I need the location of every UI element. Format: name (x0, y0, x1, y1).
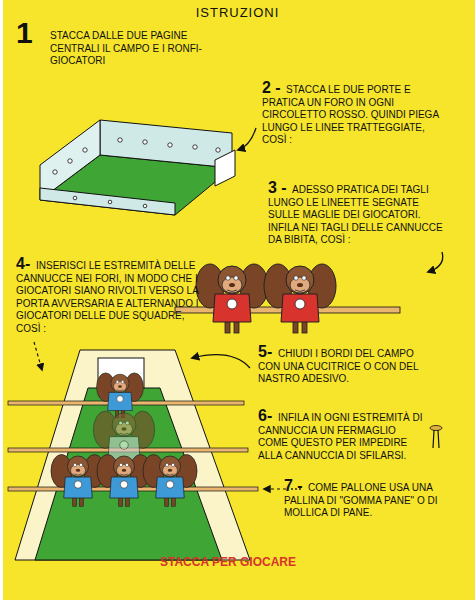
step-number: 6- (258, 408, 272, 424)
page-title: ISTRUZIONI (0, 5, 475, 21)
step-number: 1 (16, 18, 33, 48)
step-text: INFILA IN OGNI ESTREMITÀ DI CANNUCCIA UN… (258, 412, 423, 462)
step-number: 5- (258, 344, 272, 360)
folded-field (40, 120, 235, 215)
page-edge (0, 0, 3, 600)
step-text: STACCA LE DUE PORTE E PRATICA UN FORO IN… (262, 84, 447, 147)
leader-arrow (238, 128, 256, 150)
step-text: STACCA DALLE DUE PAGINE CENTRALI IL CAMP… (50, 30, 215, 68)
step-number: 7 - (284, 478, 303, 494)
step-text: COME PALLONE USA UNA PALLINA DI "GOMMA P… (284, 482, 444, 520)
step-text: INSERISCI LE ESTREMITÀ DELLE CANNUCCE NE… (16, 260, 206, 335)
step-text: CHIUDI I BORDI DEL CAMPO CON UNA CUCITRI… (258, 348, 438, 386)
footer-note: STACCA PER GIOCARE (160, 556, 296, 568)
leader-arrow (192, 355, 250, 368)
step-number: 4- (16, 256, 30, 272)
assembled-game (8, 350, 258, 560)
leader-arrow (34, 342, 42, 370)
step-number: 3 - (268, 180, 287, 196)
step-number: 2 - (262, 80, 281, 96)
leader-arrow (428, 252, 443, 272)
fastener-icon (430, 426, 442, 449)
leader-arrow (264, 488, 286, 489)
step-text: ADESSO PRATICA DEI TAGLI LUNGO LE LINEET… (268, 184, 448, 247)
players-on-straw (175, 264, 400, 333)
